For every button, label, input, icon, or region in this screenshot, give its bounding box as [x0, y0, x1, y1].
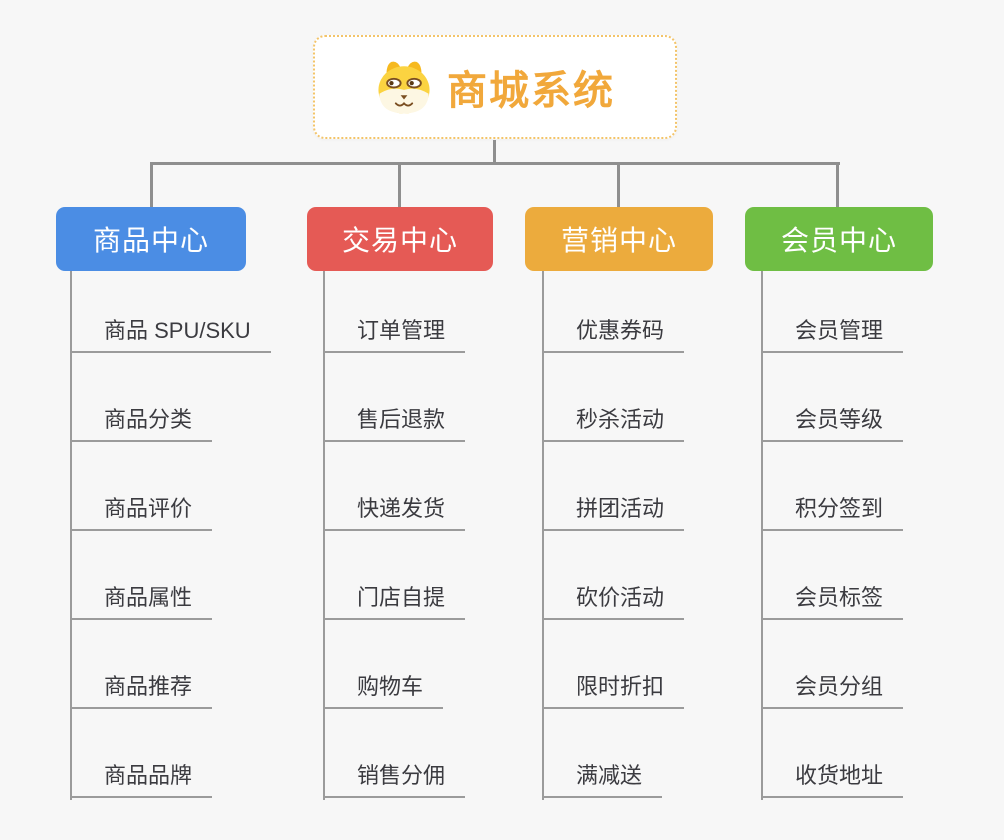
branch-label: 会员中心	[780, 225, 897, 256]
sub-topic[interactable]: 销售分佣	[323, 762, 466, 798]
branch-trunk	[70, 271, 72, 800]
sub-topic[interactable]: 会员分组	[761, 673, 904, 709]
connector-drop	[836, 162, 839, 208]
sub-topic[interactable]: 积分签到	[761, 495, 904, 531]
sub-topic[interactable]: 收货地址	[761, 762, 904, 798]
sub-topic[interactable]: 购物车	[323, 673, 444, 709]
branch-trunk	[761, 271, 763, 800]
connector-drop	[398, 162, 401, 208]
branch-label: 商品中心	[92, 225, 209, 256]
sub-topic[interactable]: 商品分类	[70, 406, 213, 442]
sub-topic[interactable]: 商品推荐	[70, 673, 213, 709]
sub-topic[interactable]: 拼团活动	[542, 495, 685, 531]
branch-trunk	[323, 271, 325, 800]
sub-topic[interactable]: 优惠券码	[542, 317, 685, 353]
connector-drop	[150, 162, 153, 208]
sub-topic[interactable]: 快递发货	[323, 495, 466, 531]
sub-topic[interactable]: 满减送	[542, 762, 663, 798]
sub-topic[interactable]: 订单管理	[323, 317, 466, 353]
connector-root-stub	[493, 140, 496, 163]
connector-drop	[617, 162, 620, 208]
branch-node-marketing-center[interactable]: 营销中心	[525, 207, 713, 271]
branch-label: 营销中心	[560, 225, 677, 256]
sub-topic[interactable]: 商品 SPU/SKU	[70, 317, 271, 353]
connector-horizontal-line	[150, 162, 840, 165]
sub-topic[interactable]: 限时折扣	[542, 673, 685, 709]
sub-topic[interactable]: 会员等级	[761, 406, 904, 442]
branch-node-member-center[interactable]: 会员中心	[745, 207, 933, 271]
branch-node-product-center[interactable]: 商品中心	[56, 207, 246, 271]
branch-label: 交易中心	[341, 225, 458, 256]
sub-topic[interactable]: 会员标签	[761, 584, 904, 620]
sub-topic[interactable]: 砍价活动	[542, 584, 685, 620]
root-node[interactable]: 商城系统	[313, 35, 677, 139]
sub-topic[interactable]: 售后退款	[323, 406, 466, 442]
sub-topic[interactable]: 门店自提	[323, 584, 466, 620]
shiba-dog-icon	[378, 61, 430, 114]
sub-topic[interactable]: 秒杀活动	[542, 406, 685, 442]
sub-topic[interactable]: 商品属性	[70, 584, 213, 620]
root-title: 商城系统	[447, 69, 615, 113]
branch-node-trade-center[interactable]: 交易中心	[307, 207, 493, 271]
branch-trunk	[542, 271, 544, 800]
sub-topic[interactable]: 商品评价	[70, 495, 213, 531]
sub-topic[interactable]: 商品品牌	[70, 762, 213, 798]
sub-topic[interactable]: 会员管理	[761, 317, 904, 353]
